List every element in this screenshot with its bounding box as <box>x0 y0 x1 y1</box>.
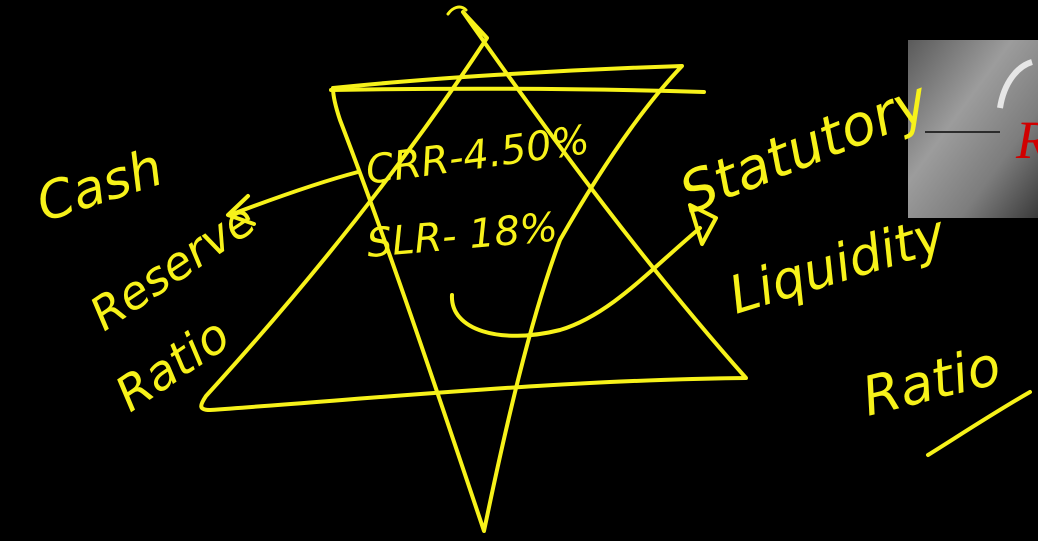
liquidity-ratio-label: Ratio <box>856 334 1007 429</box>
liquidity-label: Liquidity <box>722 204 953 327</box>
statutory-label: Statutory <box>671 68 939 227</box>
left-arrow-shaft <box>230 172 358 215</box>
star-figure <box>201 7 746 531</box>
slr-label: SLR- 18% <box>365 204 560 267</box>
thumbnail-letter: R <box>1015 110 1038 170</box>
cash-label: Cash <box>29 138 169 235</box>
crr-label: CRR-4.50% <box>363 117 592 194</box>
